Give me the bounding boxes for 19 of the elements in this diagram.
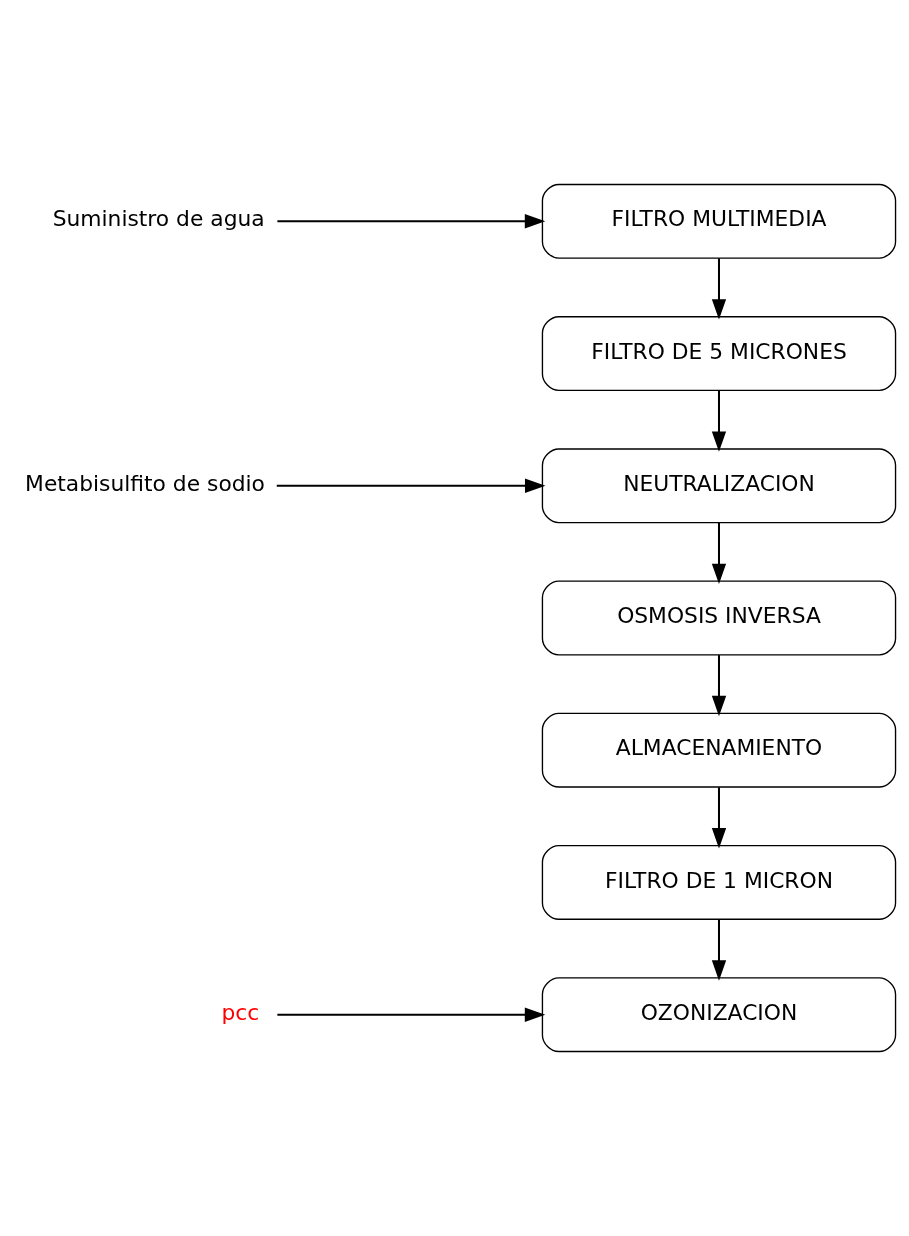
node-text: pcc [221, 999, 260, 1025]
node-text: Metabisulfito de sodio [25, 470, 265, 496]
node-box: ALMACENAMIENTO [541, 712, 897, 788]
node-box: OZONIZACION [541, 977, 897, 1053]
arrow [711, 522, 727, 585]
arrow [711, 919, 727, 981]
node-box: OSMOSIS INVERSA [541, 580, 897, 656]
node-text: Suministro de agua [52, 206, 265, 232]
arrow [276, 478, 546, 493]
arrow [277, 214, 546, 229]
node-box: FILTRO MULTIMEDIA [541, 183, 897, 259]
arrow [711, 787, 727, 849]
node-box: NEUTRALIZACION [541, 448, 897, 524]
arrow [277, 1007, 546, 1022]
node-box: FILTRO DE 1 MICRON [541, 845, 897, 920]
arrow [711, 655, 727, 717]
arrow [711, 258, 727, 320]
node-box: FILTRO DE 5 MICRONES [541, 316, 897, 391]
arrow [711, 390, 727, 452]
